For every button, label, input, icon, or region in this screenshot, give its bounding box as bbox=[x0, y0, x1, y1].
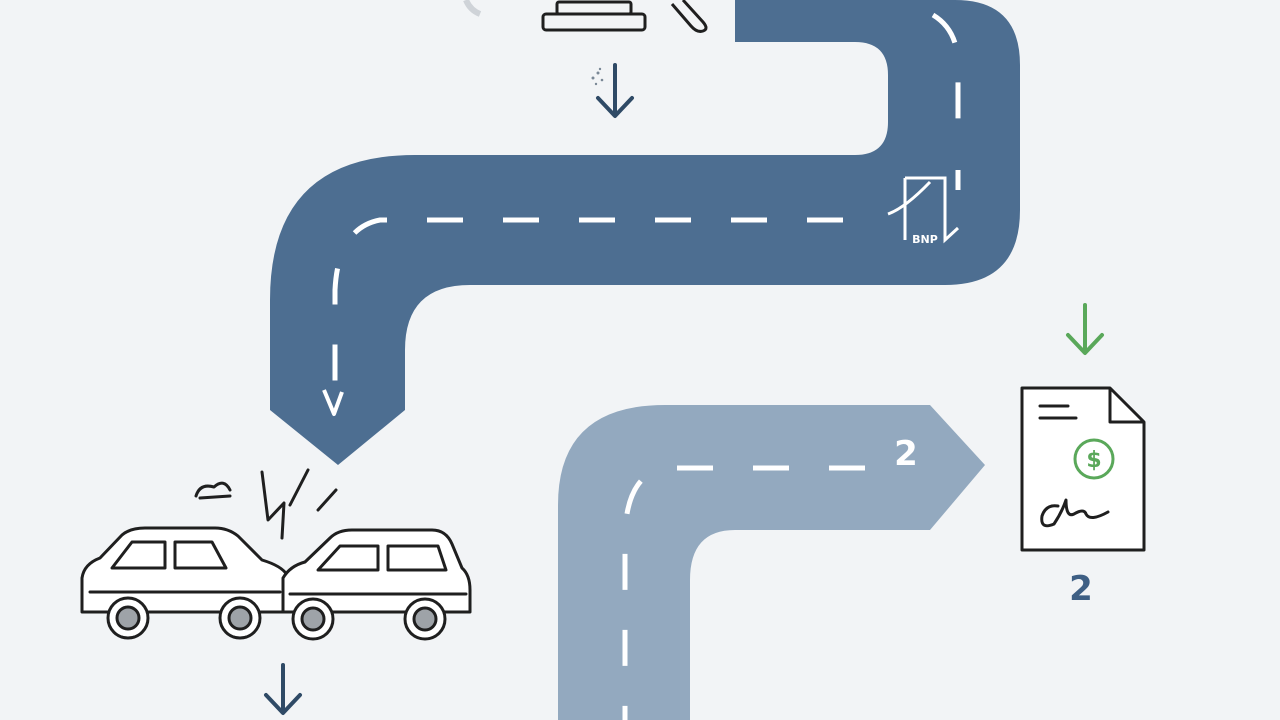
dark-road-lane-marking bbox=[332, 12, 961, 385]
right-car-icon bbox=[281, 528, 472, 641]
down-arrow-after-collision bbox=[264, 663, 302, 715]
left-car-icon bbox=[80, 526, 289, 640]
down-arrow-after-gavel bbox=[596, 63, 634, 118]
road-direction-arrow-icon bbox=[322, 389, 344, 416]
light-road: 2 bbox=[558, 405, 985, 720]
dark-road bbox=[270, 0, 1020, 465]
signature-icon bbox=[1040, 498, 1110, 528]
green-down-arrow bbox=[1066, 303, 1104, 355]
light-road-step-number: 2 bbox=[894, 434, 918, 474]
road-sign-icon: BNP bbox=[887, 176, 960, 246]
dollar-icon: $ bbox=[1073, 438, 1115, 480]
claim-document-icon: $ bbox=[1020, 386, 1146, 552]
svg-text:$: $ bbox=[1086, 448, 1101, 473]
car-collision-icon bbox=[80, 468, 472, 641]
impact-burst-icon bbox=[194, 481, 232, 500]
dark-road-surface bbox=[270, 0, 1020, 465]
gavel-icon bbox=[463, 0, 708, 33]
document-step-number: 2 bbox=[1069, 569, 1093, 609]
light-road-lane-marking bbox=[622, 465, 865, 720]
road-sign-text: BNP bbox=[912, 233, 938, 246]
light-road-surface bbox=[558, 405, 985, 720]
arrow-spark-dots bbox=[591, 67, 604, 86]
